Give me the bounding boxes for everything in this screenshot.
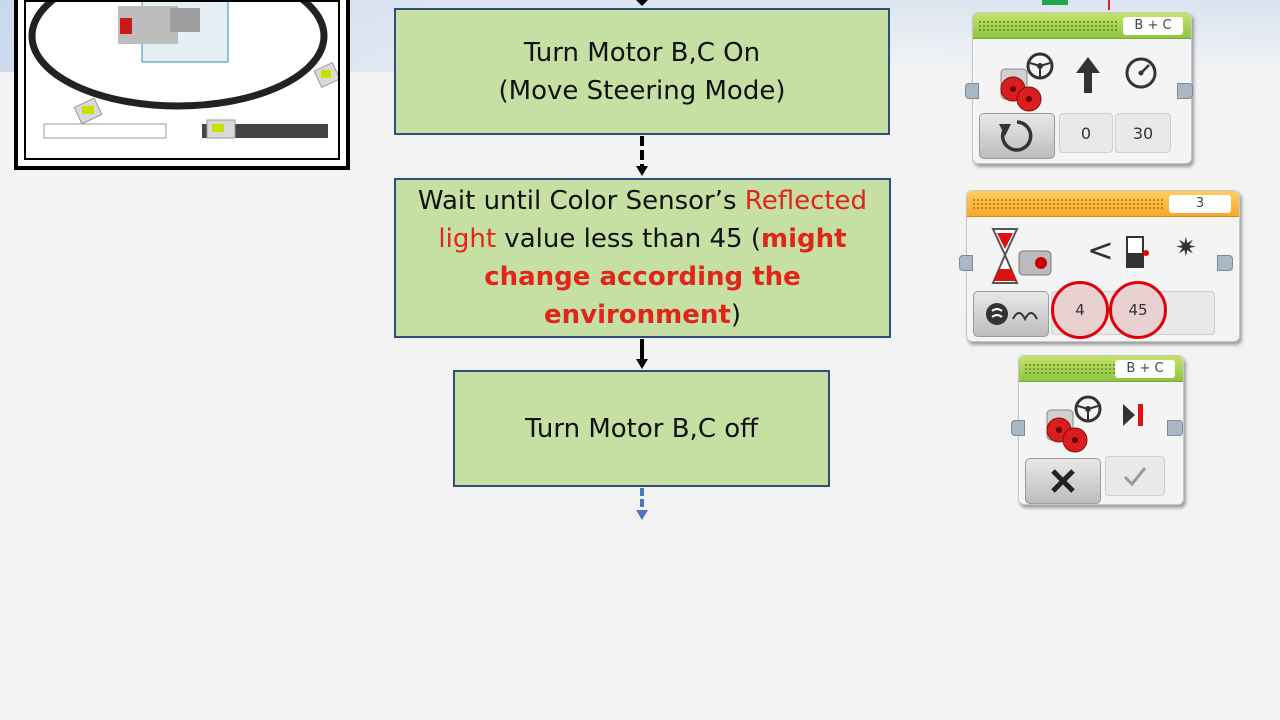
check-icon [1123, 467, 1147, 487]
step2-text-a: Wait until Color Sensor’s [417, 186, 745, 216]
step1-line1: Turn Motor B,C On [523, 37, 761, 68]
port-label[interactable]: 3 [1169, 195, 1231, 213]
steering-wheel-icon [1026, 52, 1054, 80]
grip-pattern [1025, 362, 1115, 374]
arrow-2-3-head [636, 359, 648, 369]
steering-input[interactable]: 0 [1059, 113, 1113, 153]
speedometer-icon [1125, 57, 1157, 89]
arrow-top-head [636, 0, 648, 6]
arrow-2-3 [640, 339, 644, 359]
step3-text: Turn Motor B,C off [524, 413, 759, 444]
step2-text-b: value less than 45 ( [496, 224, 762, 254]
step1-line2: (Move Steering Mode) [498, 75, 786, 106]
move-steering-on-block[interactable]: B + C 0 30 [965, 12, 1193, 164]
track-canvas [18, 0, 346, 166]
brake-option[interactable] [1105, 456, 1165, 496]
sequence-out-plug [1217, 255, 1233, 271]
sequence-in-plug [965, 83, 979, 99]
step2-text-environment: environment [543, 300, 731, 330]
step2-text-light: light [438, 224, 497, 254]
reflected-light-icon [1126, 236, 1149, 268]
sequence-in-plug [1011, 420, 1025, 436]
flow-step-motor-on: Turn Motor B,C On (Move Steering Mode) [394, 8, 890, 135]
step2-line1: Wait until Color Sensor’s Reflected [418, 182, 867, 220]
arrow-3-next-head [636, 510, 648, 520]
up-arrow-icon [1076, 57, 1100, 93]
grip-pattern [973, 197, 1163, 209]
rotate-icon [999, 120, 1033, 152]
mode-selector-off[interactable] [1025, 458, 1101, 504]
robot-track-image [14, 0, 350, 170]
compare-mode-icon [986, 303, 1038, 325]
arrow-1-2-head [636, 166, 648, 176]
step2-text-reflected: Reflected [744, 186, 868, 216]
steering-wheel-icon [1074, 395, 1102, 423]
close-icon [1051, 469, 1075, 493]
mode-selector-on[interactable] [979, 113, 1055, 159]
motor-pair-icon [1046, 409, 1088, 453]
step2-text-might: might [761, 224, 847, 254]
step2-line4: environment) [544, 296, 741, 334]
move-steering-off-block[interactable]: B + C [1011, 355, 1184, 505]
stop-icon [1123, 404, 1143, 426]
light-sun-icon: ✷ [1175, 233, 1197, 263]
previous-block-wire [1108, 0, 1110, 10]
arrow-3-next [640, 488, 644, 510]
wait-color-sensor-block[interactable]: 3 < ✷ 4 45 [959, 190, 1240, 342]
step2-line2: light value less than 45 (might [438, 220, 846, 258]
threshold-value-circle[interactable]: 45 [1109, 281, 1167, 339]
previous-block-edge [1042, 0, 1068, 5]
motor-pair-icon [1000, 68, 1042, 112]
ports-label[interactable]: B + C [1115, 360, 1175, 378]
arrow-1-2 [640, 136, 644, 166]
track-drawing [28, 0, 341, 139]
port-value-circle[interactable]: 4 [1051, 281, 1109, 339]
mode-selector-wait[interactable] [973, 291, 1049, 337]
sequence-out-plug [1167, 420, 1183, 436]
hourglass-sensor-icon [991, 228, 1052, 284]
power-input[interactable]: 30 [1115, 113, 1171, 153]
sequence-out-plug [1177, 83, 1193, 99]
grip-pattern [979, 19, 1119, 31]
ports-label[interactable]: B + C [1123, 17, 1183, 35]
flow-step-wait-color: Wait until Color Sensor’s Reflected ligh… [394, 178, 891, 338]
sequence-in-plug [959, 255, 973, 271]
less-than-icon: < [1087, 231, 1114, 269]
flow-step-motor-off: Turn Motor B,C off [453, 370, 830, 487]
step2-text-close: ) [730, 300, 742, 330]
step2-line3: change according the [484, 262, 801, 292]
